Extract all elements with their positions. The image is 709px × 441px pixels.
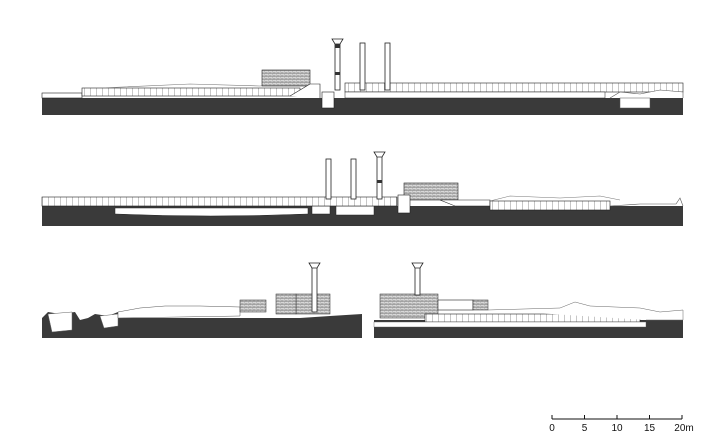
railing	[489, 200, 611, 211]
ground-mass	[42, 98, 683, 115]
brick-block	[403, 182, 459, 201]
railing	[344, 82, 684, 93]
column	[308, 262, 321, 313]
section-3-right	[373, 262, 684, 338]
scale-label-0: 0	[549, 423, 555, 434]
column	[325, 158, 332, 200]
section-2	[41, 151, 684, 226]
column	[359, 42, 366, 91]
scale-label-20m: 20m	[674, 423, 693, 434]
scale-label-5: 5	[582, 423, 588, 434]
section-1	[41, 38, 684, 115]
column	[331, 38, 344, 91]
column	[384, 42, 391, 91]
scale-label-10: 10	[611, 423, 623, 434]
brick-block	[261, 69, 311, 87]
column	[350, 158, 357, 200]
ground-mass	[42, 312, 362, 338]
brick-block	[239, 299, 267, 313]
section-3-left	[42, 262, 362, 338]
scale-label-15: 15	[644, 423, 656, 434]
railing	[41, 196, 398, 207]
column	[373, 151, 386, 200]
railing	[81, 87, 301, 97]
scale-bar: 0 5 10 15 20m	[549, 415, 694, 434]
column	[411, 262, 424, 296]
